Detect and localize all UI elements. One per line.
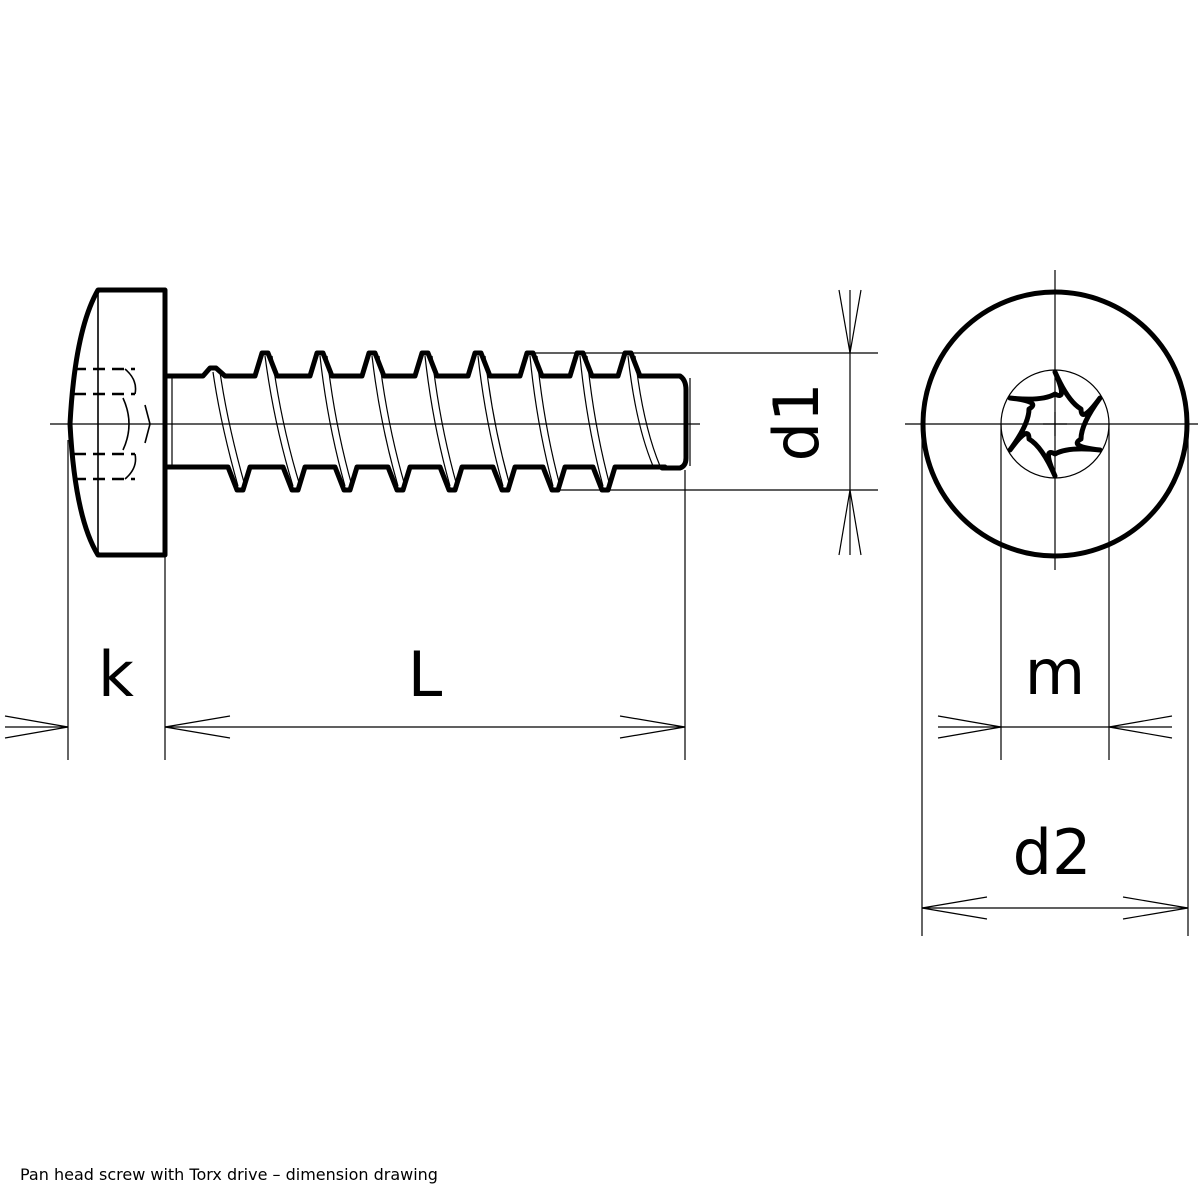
label-d2: d2 (1013, 816, 1092, 889)
thread-helix-line (424, 355, 451, 487)
screw-side-view (67, 287, 691, 558)
thread-helix-line (212, 371, 239, 487)
thread-helix-line (326, 355, 353, 487)
thread-helix-line (477, 355, 504, 487)
label-m: m (1025, 636, 1085, 709)
dimension-d2: d2 (921, 424, 1189, 936)
screw-head (67, 287, 168, 558)
thread-helix-line (586, 355, 611, 487)
label-k: k (98, 638, 134, 711)
dimension-m: m (937, 424, 1173, 760)
screw-tip (659, 373, 689, 471)
thread-helix-line (529, 355, 554, 487)
thread-helix-line (484, 355, 511, 487)
thread-helix-line (634, 355, 661, 467)
thread-helix-line (264, 355, 294, 487)
center-cross (1043, 412, 1067, 436)
recess-hidden-lines (74, 367, 151, 481)
thread-helix-line (371, 355, 399, 487)
label-d1: d1 (760, 383, 833, 462)
dimension-k: k (4, 440, 231, 760)
head-outline-circle (920, 289, 1190, 559)
thread-helix-line (431, 355, 458, 487)
thread-helix-line (219, 371, 246, 487)
label-L: L (408, 638, 443, 711)
thread-bottom-edge (162, 464, 668, 493)
thread-helix-line (627, 355, 654, 467)
dimension-d1: d1 (530, 289, 878, 556)
torx-recess (1007, 369, 1103, 479)
thread-helix-line (378, 355, 406, 487)
thread-helix-line (579, 355, 604, 487)
thread-helix-line (536, 355, 561, 487)
drawing-title: Pan head screw with Torx drive – dimensi… (20, 1165, 438, 1184)
thread-helix-line (319, 355, 346, 487)
thread-top-edge (162, 350, 671, 379)
dimension-L: L (165, 470, 686, 760)
thread-helix-line (271, 355, 301, 487)
thread-profile (162, 350, 671, 493)
